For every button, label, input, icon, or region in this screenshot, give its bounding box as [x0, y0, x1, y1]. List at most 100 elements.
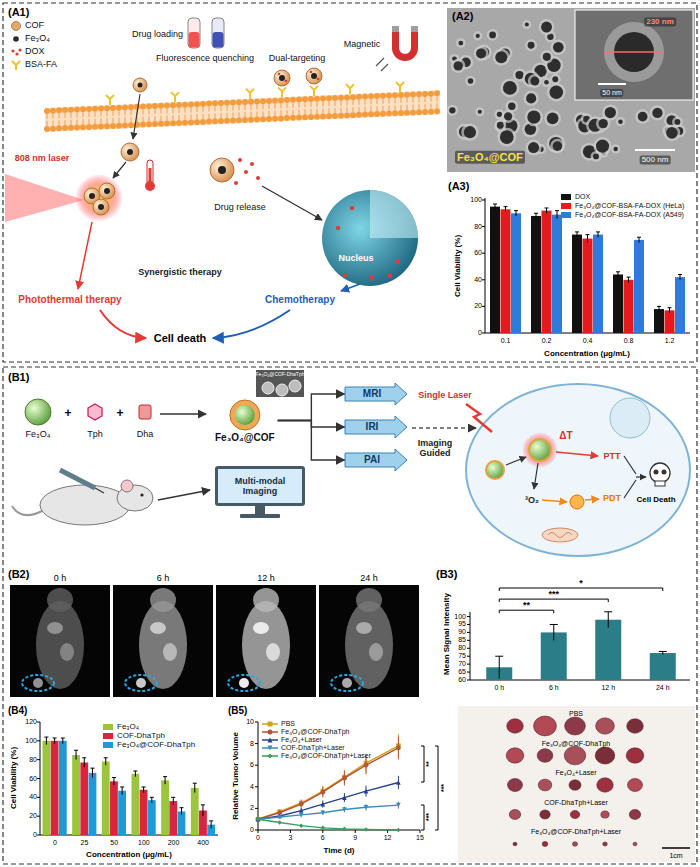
legend-swatch: [262, 743, 278, 753]
cell-membrane-part: [131, 110, 132, 115]
cell-nucleus-part: [388, 274, 392, 278]
label-text: Cell Death: [636, 495, 675, 504]
legend-swatch: [262, 751, 278, 761]
bar-chart-part: [163, 776, 167, 777]
cell-membrane-part: [119, 118, 120, 123]
cell-nucleus-part: [396, 260, 400, 264]
cell-membrane-part: [191, 107, 192, 112]
cell-membrane-part: [68, 125, 74, 131]
drug-release-part: [234, 181, 238, 185]
mri-image-part: [60, 643, 74, 661]
bar-chart-part: [142, 786, 146, 787]
line-chart-part: [396, 803, 401, 808]
tem-image-part: [500, 78, 519, 97]
therapy-arrow: [78, 222, 290, 338]
legend-text: Fe₃O₄: [117, 723, 139, 732]
cell-membrane-part: [50, 126, 56, 132]
tumor-photo-part: [633, 842, 637, 846]
tem-image-part: [527, 110, 540, 123]
cell-membrane-part: [356, 112, 362, 118]
axis-title: Mean Signal Intensity: [442, 593, 451, 675]
bar-chart-part: [553, 624, 554, 640]
tick-label: 6: [250, 761, 254, 769]
cell-membrane-part: [272, 116, 278, 122]
line-chart-part: [364, 805, 369, 810]
cell-nucleus-part: [370, 276, 374, 280]
tem-image-part: [461, 124, 478, 141]
tick-label: 0: [33, 831, 37, 839]
cell-membrane-part: [227, 106, 228, 111]
tick-label: 60: [474, 249, 482, 257]
cell-membrane-part: [107, 111, 108, 116]
tem-image-part: [476, 34, 480, 38]
legend-item: DOX: [560, 192, 590, 202]
cell-membrane-part: [233, 106, 234, 111]
reactant-icon-part: [25, 399, 51, 425]
panel-label: (B5): [228, 705, 247, 717]
cell-membrane-part: [410, 109, 416, 115]
laser-beam-part: [75, 174, 123, 222]
bar-chart-part: [37, 722, 40, 723]
cell-membrane-part: [152, 121, 158, 127]
axis-title: Relative Tumor Volume: [231, 732, 240, 820]
tumor-photo-part: [603, 842, 608, 846]
cancer-cell-part: [624, 456, 636, 498]
cell-membrane-part: [386, 93, 392, 99]
bar-chart-part: [542, 211, 552, 333]
bar-chart-part: [577, 232, 578, 237]
line-chart-part: [421, 805, 424, 830]
cell-membrane-part: [173, 115, 174, 120]
label-text: +: [64, 407, 71, 421]
legend-swatch-part: [15, 52, 18, 55]
group-label: COF-DhaTph+Laser: [544, 798, 608, 806]
cell-membrane-part: [287, 103, 288, 108]
cell-membrane-part: [233, 113, 234, 118]
bar-chart-part: [37, 835, 40, 836]
panel-frame-part: [3, 367, 697, 864]
tumor-photo-part: [662, 847, 690, 849]
cell-membrane-part: [302, 114, 308, 120]
significance-mark: **: [425, 761, 433, 766]
cell-membrane-part: [230, 118, 236, 124]
cell-membrane-part: [185, 108, 186, 113]
tem-inset-part: [635, 149, 675, 151]
cell-membrane-part: [125, 110, 126, 115]
cell-membrane-part: [314, 96, 320, 102]
time-label: 12 h: [257, 573, 275, 583]
bar-chart-part: [169, 801, 177, 835]
tumor-photo-part: [507, 719, 524, 733]
legend-swatch-part: [103, 724, 113, 730]
cancer-cell-part: [636, 476, 646, 477]
tem-image-part: [525, 39, 537, 51]
cell-membrane-part: [59, 120, 60, 125]
cancer-cell-part: [556, 452, 598, 456]
node-text: Multi-modal Imaging: [221, 476, 299, 497]
panel-label: (B3): [436, 568, 457, 581]
cell-membrane-part: [350, 94, 356, 100]
cell-membrane-part: [377, 106, 378, 111]
mouse-figure-part: [40, 485, 130, 525]
cell-membrane-part: [176, 120, 182, 126]
cancer-cell-part: [548, 533, 572, 538]
cell-membrane-part: [164, 103, 170, 109]
cell-membrane-part: [431, 104, 432, 109]
cell-membrane-part: [401, 105, 402, 110]
bar-chart-part: [639, 237, 640, 242]
cell-membrane-part: [218, 100, 224, 106]
tem-image-part: [500, 130, 514, 144]
line-chart-part: [255, 786, 258, 787]
cell-membrane-part: [299, 110, 300, 115]
bar-chart-part: [51, 741, 59, 835]
magnet-icon-part: [392, 26, 399, 32]
targeting-particle-part: [317, 78, 320, 81]
cell-membrane-part: [110, 123, 116, 129]
cell-membrane-part: [98, 105, 104, 111]
drug-release-part: [238, 158, 242, 162]
bar-chart-part: [112, 777, 116, 778]
tick-label: 12 h: [601, 684, 615, 692]
legend-text: COF: [25, 21, 44, 31]
bar-chart-part: [102, 762, 110, 835]
tem-image-part: [547, 83, 566, 102]
significance-mark: ***: [440, 784, 448, 792]
